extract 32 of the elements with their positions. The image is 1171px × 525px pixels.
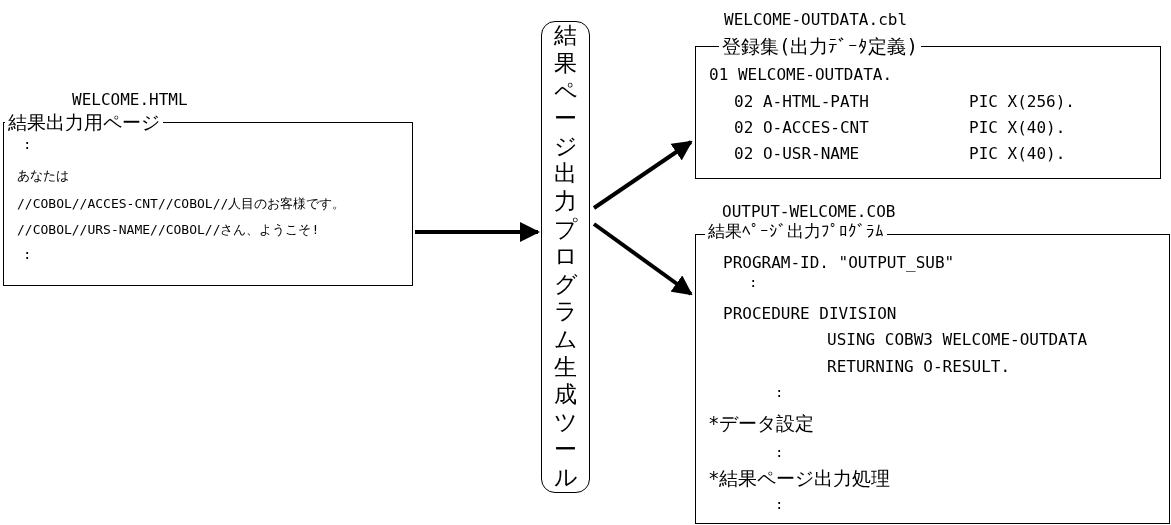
code-line: 02 O-ACCES-CNT xyxy=(734,120,869,136)
ellipsis-text: : xyxy=(749,275,758,289)
box-heading: 結果出力用ページ xyxy=(5,113,163,132)
code-line: USING COBW3 WELCOME-OUTDATA xyxy=(827,332,1088,348)
code-line: PIC X(40). xyxy=(969,146,1066,162)
code-line: PIC X(40). xyxy=(969,120,1066,136)
code-line: PROGRAM-ID. "OUTPUT_SUB" xyxy=(723,255,955,271)
tool-label: 結果ページ出力プログラム生成ツール xyxy=(554,22,577,492)
code-comment: *データ設定 xyxy=(708,414,815,433)
file-name: WELCOME-OUTDATA.cbl xyxy=(724,12,908,28)
page-text: あなたは xyxy=(17,169,69,182)
arrow xyxy=(592,140,693,210)
file-name: WELCOME.HTML xyxy=(72,92,188,108)
code-line: 02 O-USR-NAME xyxy=(734,146,860,162)
page-text: //COBOL//ACCES-CNT//COBOL//人目のお客様です。 xyxy=(17,197,346,210)
code-line: 01 WELCOME-OUTDATA. xyxy=(709,67,893,83)
ellipsis-text: : xyxy=(775,445,784,459)
code-line: 02 A-HTML-PATH xyxy=(734,94,869,110)
ellipsis-text: : xyxy=(23,247,32,261)
box-heading: 登録集(出力ﾃﾞｰﾀ定義) xyxy=(719,37,921,56)
arrow xyxy=(415,222,540,242)
ellipsis-text: : xyxy=(775,385,784,399)
file-name: OUTPUT-WELCOME.COB xyxy=(722,204,896,220)
code-line: PIC X(256). xyxy=(969,94,1075,110)
ellipsis-text: : xyxy=(775,497,784,511)
ellipsis-text: : xyxy=(23,137,32,151)
arrow xyxy=(592,222,693,296)
code-line: RETURNING O-RESULT. xyxy=(827,359,1011,375)
code-line: PROCEDURE DIVISION xyxy=(723,306,897,322)
page-text: //COBOL//URS-NAME//COBOL//さん、ようこそ! xyxy=(17,223,320,236)
box-heading: 結果ﾍﾟｰｼﾞ出力ﾌﾟﾛｸﾞﾗﾑ xyxy=(705,223,887,240)
code-comment: *結果ページ出力処理 xyxy=(708,469,891,488)
